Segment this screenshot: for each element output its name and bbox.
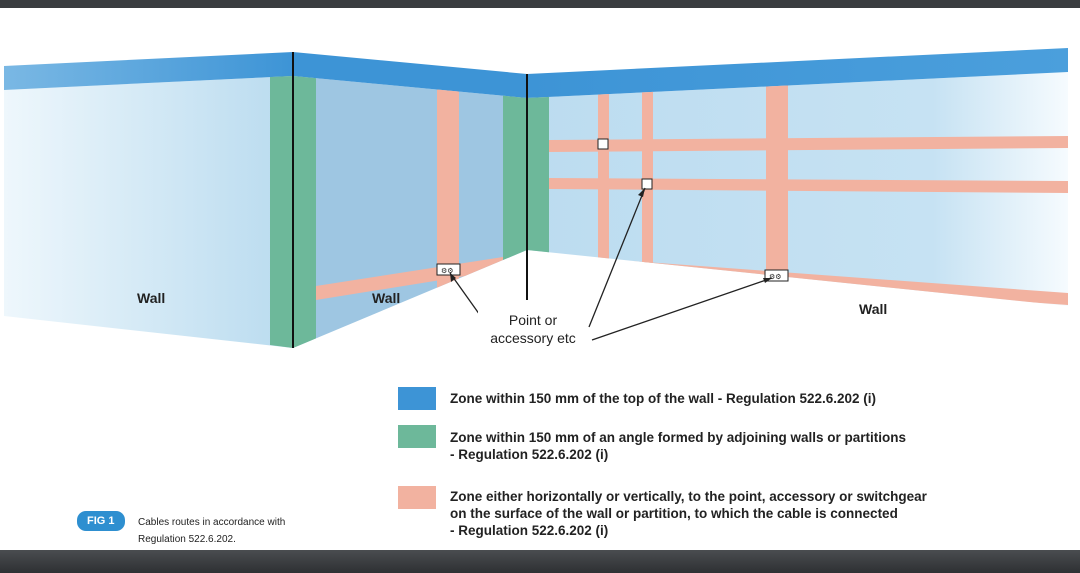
- legend-text-route-zone-line1: Zone either horizontally or vertically, …: [450, 489, 927, 504]
- legend-swatch-blue: [398, 387, 436, 410]
- callout-arrow-point-2: [588, 187, 646, 328]
- arrowhead-right-socket: [763, 278, 772, 283]
- right-wall-top-zone: [527, 48, 1068, 98]
- middle-wall-label: Wall: [372, 290, 401, 306]
- left-wall: [4, 76, 293, 348]
- figure-caption-line1: Cables routes in accordance with: [138, 517, 286, 528]
- legend-text-route-zone-line2: on the surface of the wall or partition,…: [450, 506, 898, 521]
- callout-line-2: accessory etc: [490, 330, 576, 346]
- middle-wall-angle-zone-right: [503, 80, 527, 300]
- middle-wall: [293, 76, 527, 348]
- left-wall-angle-zone: [270, 76, 293, 348]
- arrowhead-middle-socket: [450, 273, 456, 282]
- figure-badge: FIG 1: [77, 511, 125, 531]
- accessory-point-2: [641, 178, 653, 190]
- accessory-point-1: [597, 138, 609, 150]
- legend-swatch-salmon: [398, 486, 436, 509]
- figure-caption: Cables routes in accordance with Regulat…: [138, 514, 338, 548]
- accessory-socket-right: [764, 269, 789, 282]
- point-or-accessory-callout: Point or accessory etc: [478, 311, 588, 347]
- svg-text:⚙⚙: ⚙⚙: [441, 267, 454, 275]
- callout-line-1: Point or: [508, 312, 558, 328]
- legend-text-angle-zone-line1: Zone within 150 mm of an angle formed by…: [450, 430, 907, 445]
- arrowhead-point-2: [638, 188, 645, 197]
- middle-wall-top-zone: [293, 52, 527, 98]
- top-frame-bar: [0, 0, 1080, 8]
- right-wall-horizontal-route-1: [549, 136, 1068, 152]
- legend-text-route-zone-line3: - Regulation 522.6.202 (i): [450, 523, 609, 538]
- middle-wall-vertical-route: [437, 76, 459, 348]
- right-wall-label: Wall: [859, 301, 888, 317]
- right-wall-vertical-route-3: [766, 72, 788, 306]
- left-wall-label: Wall: [137, 290, 166, 306]
- right-wall-angle-zone: [527, 72, 549, 300]
- left-wall-top-zone: [4, 52, 293, 90]
- legend-text-angle-zone-line2: - Regulation 522.6.202 (i): [450, 447, 609, 462]
- wall-zones-diagram: ⚙⚙ ⚙⚙: [4, 48, 1068, 348]
- middle-wall-angle-zone-left: [293, 76, 316, 348]
- legend-item-angle-zone: Zone within 150 mm of an angle formed by…: [398, 425, 1030, 463]
- legend-swatch-green: [398, 425, 436, 448]
- legend-item-route-zone: Zone either horizontally or vertically, …: [398, 486, 1030, 539]
- accessory-socket-middle: [436, 263, 461, 276]
- bottom-frame-bar: [0, 550, 1080, 573]
- right-wall-horizontal-route-2: [549, 178, 1068, 193]
- legend-item-top-zone: Zone within 150 mm of the top of the wal…: [398, 387, 1030, 410]
- figure-caption-line2: Regulation 522.6.202.: [138, 534, 236, 545]
- callout-arrow-right-socket: [591, 277, 773, 341]
- svg-text:⚙⚙: ⚙⚙: [769, 273, 782, 281]
- legend-text-top-zone: Zone within 150 mm of the top of the wal…: [450, 391, 877, 406]
